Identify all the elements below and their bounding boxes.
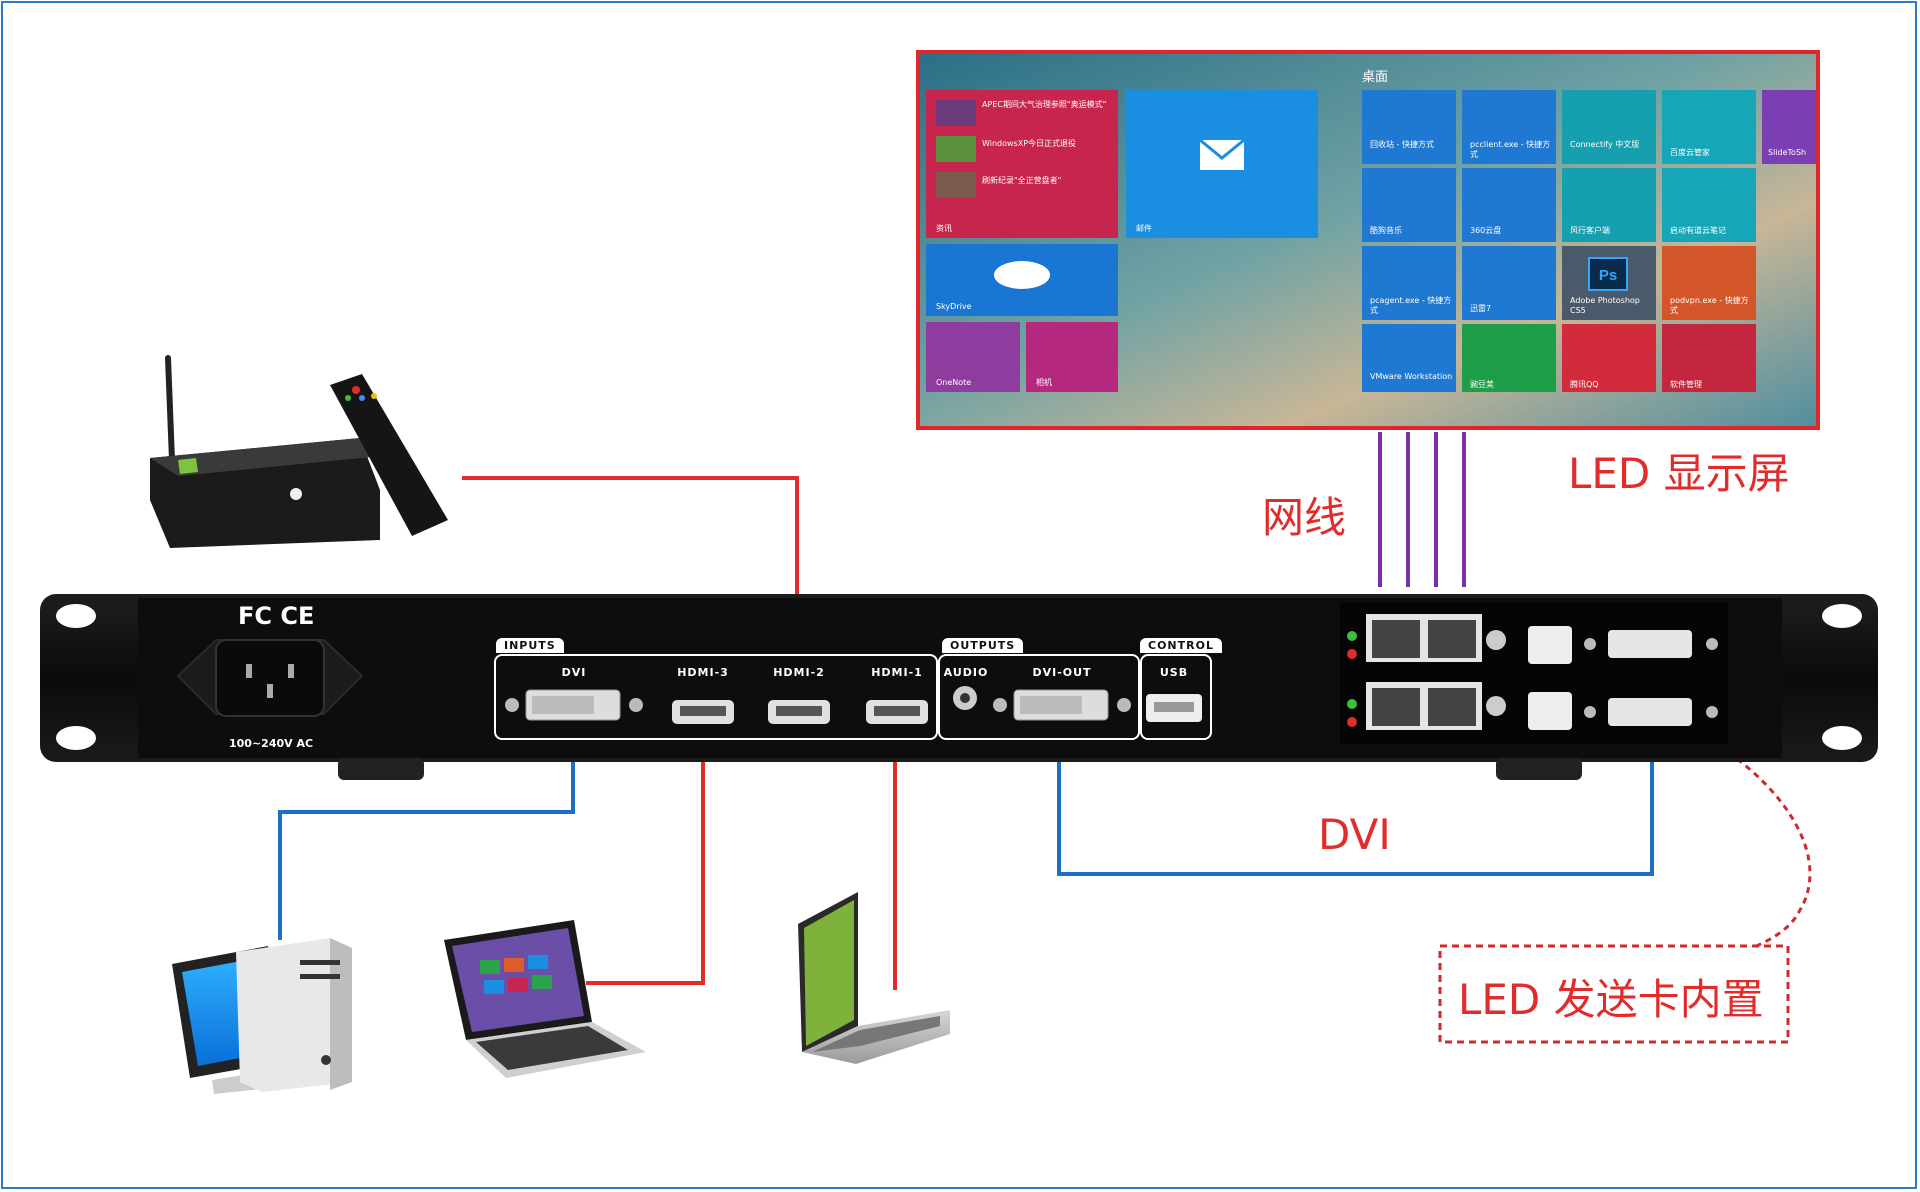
power-rating: 100~240V AC xyxy=(229,737,314,750)
certification-marks: FC CE xyxy=(238,602,315,630)
laptop-illustration xyxy=(444,920,646,1078)
rack-device xyxy=(40,594,1878,780)
media-box-illustration xyxy=(150,355,448,548)
tile-xunlei-label: 迅雷7 xyxy=(1470,304,1492,313)
notebook-illustration xyxy=(798,892,950,1064)
svg-text:Ps: Ps xyxy=(1599,267,1617,284)
tile-pcclient-label: pcclient.exe - 快捷方式 xyxy=(1470,140,1551,159)
tile-pcagent-label: pcagent.exe - 快捷方式 xyxy=(1370,296,1452,315)
inputs-header: INPUTS xyxy=(496,638,564,653)
news-headline-3: 刷新纪录"全正营盘者" xyxy=(982,176,1062,185)
blue-line-dvi-loop xyxy=(1057,748,1654,876)
sender-card-label: LED 发送卡内置 xyxy=(1458,975,1764,1024)
tile-camera-label: 相机 xyxy=(1036,378,1052,387)
tile-podyun-label: podvpn.exe - 快捷方式 xyxy=(1670,296,1749,315)
news-headline-2: WindowsXP今日正式退役 xyxy=(982,139,1077,148)
port-label-hdmi1: HDMI-1 xyxy=(871,666,923,679)
dashed-callout-curve xyxy=(1709,738,1812,950)
tile-onenote-label: OneNote xyxy=(936,378,972,387)
control-header: CONTROL xyxy=(1140,638,1222,653)
port-label-hdmi2: HDMI-2 xyxy=(773,666,825,679)
tile-recycle-label: 回收站 - 快捷方式 xyxy=(1370,140,1434,149)
screen-desktop-title: 桌面 xyxy=(1362,70,1389,85)
port-label-dvi: DVI xyxy=(561,666,587,679)
tile-wandou-label: 豌豆荚 xyxy=(1470,380,1494,389)
port-label-dvi-out: DVI-OUT xyxy=(1032,666,1092,679)
dvi-label: DVI xyxy=(1318,810,1391,859)
control-panel xyxy=(1140,654,1212,740)
blue-line-dvi-pc xyxy=(278,748,575,940)
news-headline-1: APEC期间大气治理参照"奥运模式" xyxy=(982,100,1107,109)
tile-qq-label: 腾讯QQ xyxy=(1570,380,1599,389)
led-screen-label: LED 显示屏 xyxy=(1568,449,1790,498)
red-line-hdmi3-laptop xyxy=(586,748,705,985)
tile-vmware-label: VMware Workstation xyxy=(1370,372,1453,381)
port-label-usb: USB xyxy=(1159,666,1189,679)
led-screen-illustration: Ps xyxy=(916,50,1820,430)
tile-photoshop-label: Adobe Photoshop CS5 xyxy=(1570,296,1640,315)
sender-card-ports xyxy=(1347,614,1718,730)
desktop-pc-illustration xyxy=(172,938,352,1094)
network-cable-label: 网线 xyxy=(1262,493,1347,542)
tile-mail-label: 邮件 xyxy=(1136,224,1152,233)
tile-news-label: 资讯 xyxy=(936,224,952,233)
outputs-panel xyxy=(938,654,1140,740)
tile-yun360-label: 360云盘 xyxy=(1470,226,1502,235)
port-label-hdmi3: HDMI-3 xyxy=(677,666,729,679)
outputs-header: OUTPUTS xyxy=(942,638,1024,653)
tile-skydrive-label: SkyDrive xyxy=(936,302,972,311)
tile-slide-label: SlideToSh xyxy=(1768,148,1807,157)
tile-kugou-label: 酷狗音乐 xyxy=(1370,226,1402,235)
tile-youdao-label: 启动有道云笔记 xyxy=(1670,226,1726,235)
tile-connectify-label: Connectify 中文版 xyxy=(1570,140,1640,149)
sender-card-callout-box xyxy=(1438,944,1790,1044)
tile-grid: Ps xyxy=(1362,90,1816,392)
tile-fengxing-label: 风行客户端 xyxy=(1570,226,1610,235)
tile-softmgr-label: 软件管理 xyxy=(1670,380,1702,389)
tile-baidu-yun-label: 百度云管家 xyxy=(1670,148,1710,157)
port-label-audio: AUDIO xyxy=(943,666,989,679)
inputs-panel xyxy=(494,654,938,740)
